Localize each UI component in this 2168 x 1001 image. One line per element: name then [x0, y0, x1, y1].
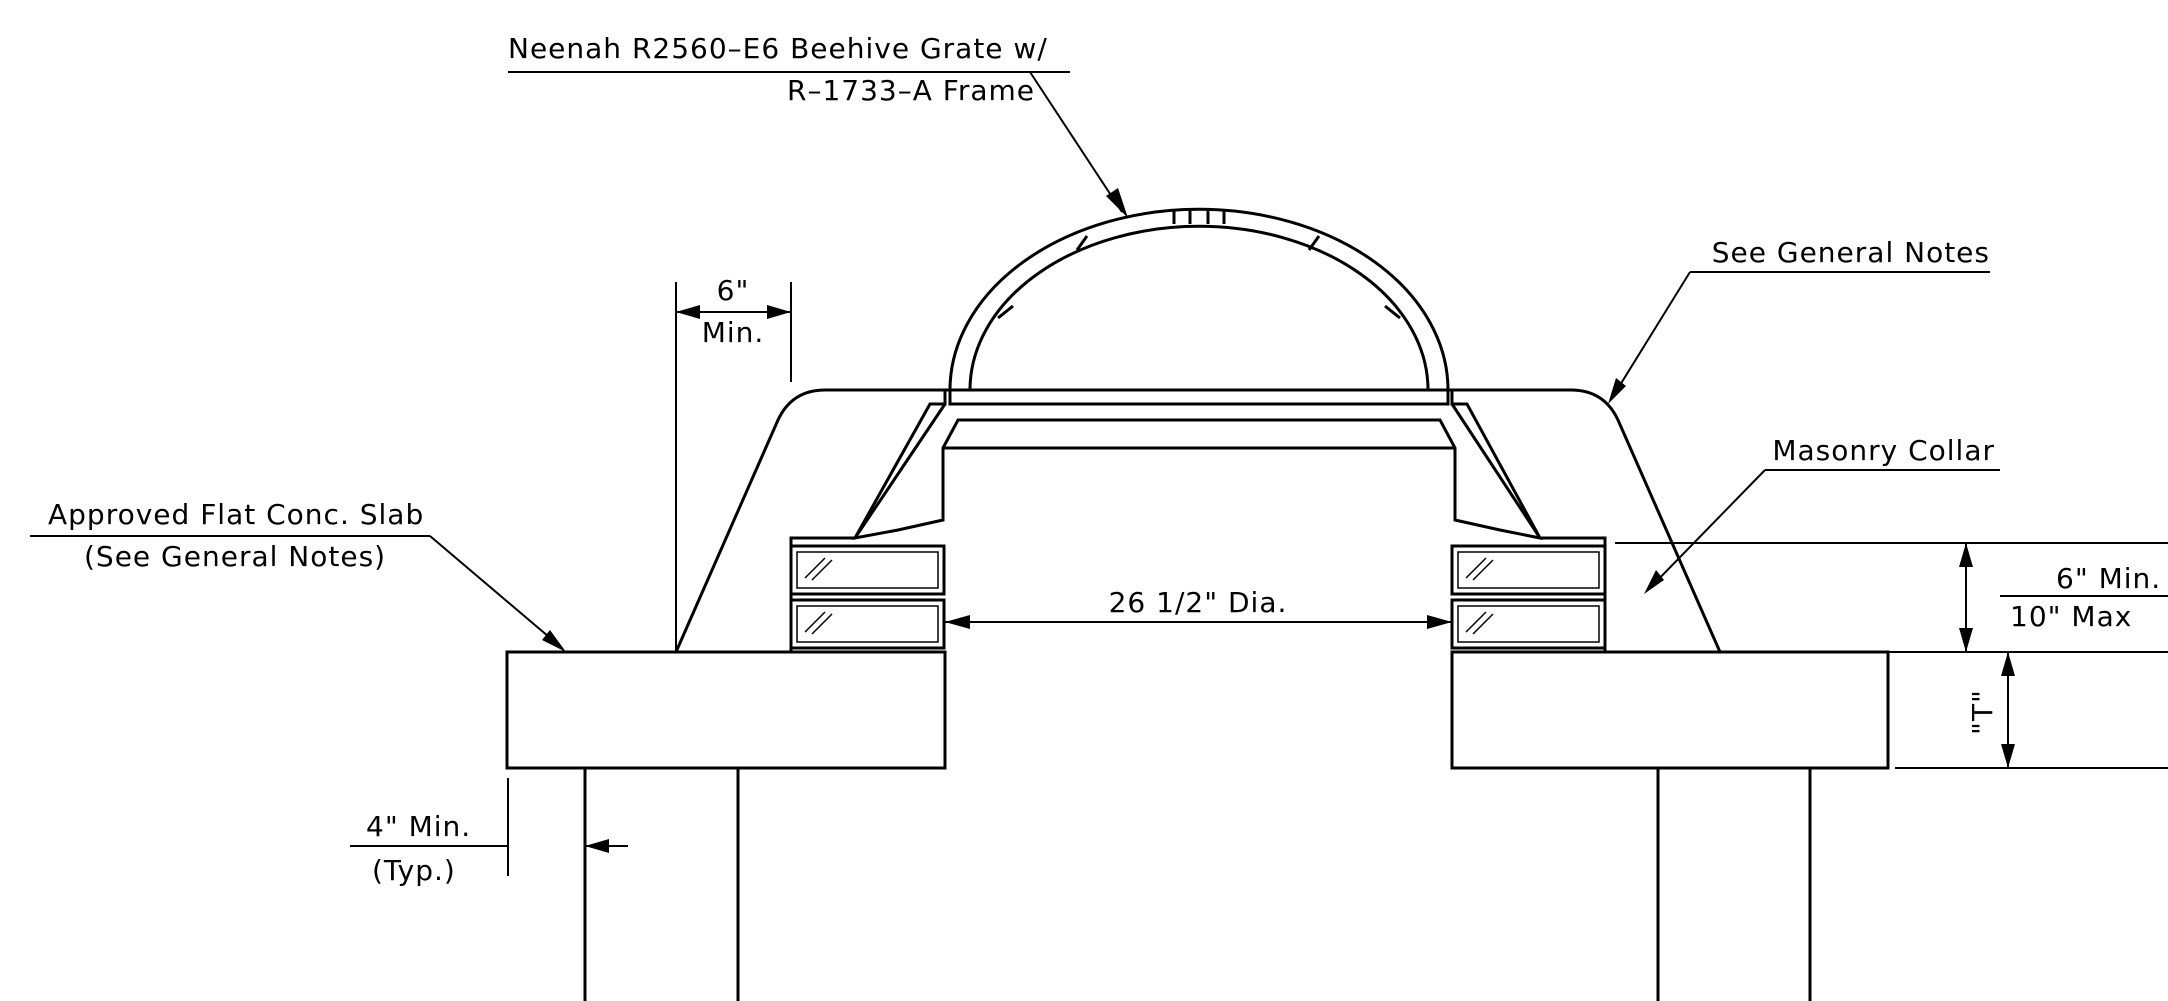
- wall-bottom-label: (Typ.): [372, 854, 456, 887]
- slab-left: [505, 650, 947, 770]
- wall-left: [583, 766, 740, 1001]
- masonry-collar-leader: [1644, 469, 2000, 594]
- slab-label-line2: (See General Notes): [84, 540, 386, 573]
- diameter-label: 26 1/2" Dia.: [1109, 586, 1288, 619]
- collar-left: [673, 388, 947, 654]
- thickness-label: "T": [1966, 689, 1999, 735]
- dim-6-bottom-label: Min.: [702, 316, 765, 349]
- collar-right: [1450, 388, 1723, 654]
- collar-min-label: 6" Min.: [2056, 562, 2161, 595]
- general-notes-label: See General Notes: [1712, 236, 1990, 269]
- dim-6-top-label: 6": [717, 274, 750, 307]
- wall-top-label: 4" Min.: [366, 810, 471, 843]
- slab-right: [1450, 650, 1890, 770]
- dim-diameter: [945, 615, 1452, 629]
- beehive-grate: [948, 207, 1450, 391]
- grate-label-line1: Neenah R2560–E6 Beehive Grate w/: [508, 32, 1048, 65]
- dim-collar-height: [1615, 542, 2168, 653]
- dim-4-min: [350, 778, 628, 876]
- slab-leader: [30, 535, 566, 652]
- collar-max-label: 10" Max: [2010, 600, 2132, 633]
- dim-thickness: [1895, 652, 2168, 769]
- grate-leader: [508, 71, 1128, 218]
- bricks-left: [789, 544, 946, 650]
- bricks-right: [1450, 544, 1607, 650]
- grate-frame: [852, 388, 1543, 541]
- dim-6-min: [675, 282, 792, 652]
- masonry-collar-label: Masonry Collar: [1772, 434, 1995, 467]
- slab-label-line1: Approved Flat Conc. Slab: [48, 498, 424, 531]
- wall-right: [1656, 766, 1812, 1001]
- general-notes-leader: [1608, 271, 1990, 404]
- grate-label-line2: R–1733–A Frame: [787, 74, 1035, 107]
